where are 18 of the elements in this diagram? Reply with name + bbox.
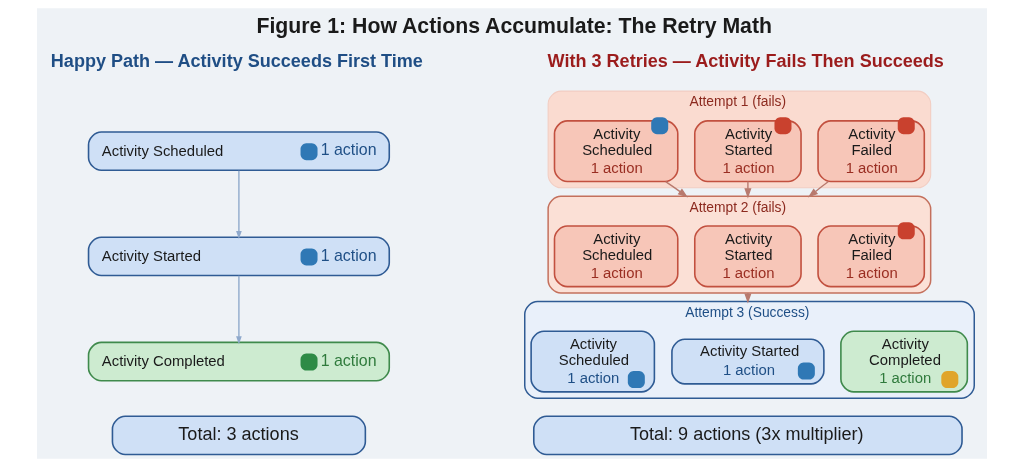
- node-box: Activity Completed 1 action: [840, 330, 969, 393]
- node-box: Activity Scheduled 1 action: [530, 330, 656, 393]
- label: With 3 Retries — Activity Fails Then Succeeds: [547, 50, 944, 71]
- node-box: Total: 9 actions (3x multiplier): [533, 415, 963, 456]
- node-box: Total: 3 actions: [111, 415, 367, 456]
- label: Happy Path — Activity Succeeds First Time: [50, 50, 423, 71]
- node-box: Activity Scheduled 1 action: [87, 131, 391, 172]
- node-box: Activity Completed 1 action: [87, 341, 391, 382]
- arrow: [236, 169, 242, 240]
- node-box: Activity Started 1 action: [671, 338, 825, 385]
- arrow: [664, 180, 688, 198]
- arrow: [744, 180, 752, 199]
- node-box: Activity Scheduled 1 action: [553, 225, 679, 288]
- node-box: Activity Started 1 action: [693, 225, 802, 288]
- node-box: Activity Started 1 action: [87, 236, 391, 277]
- arrow: [807, 180, 830, 198]
- arrow: [236, 275, 242, 345]
- diagram-title: Figure 1: How Actions Accumulate: The Retry Math: [256, 13, 773, 38]
